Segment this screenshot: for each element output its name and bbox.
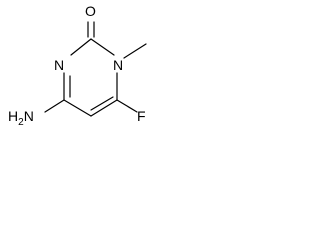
bond-c2-n1 bbox=[90, 38, 115, 56]
oxygen-label: O bbox=[85, 3, 96, 19]
molecule-structure-diagram: O N N F H2N bbox=[8, 3, 147, 128]
bond-c6-f bbox=[116, 99, 138, 113]
nitrogen-3-label: N bbox=[54, 57, 64, 73]
nitrogen-1-label: N bbox=[113, 57, 123, 73]
bond-c6-c5 bbox=[90, 99, 118, 117]
bond-c5-c4 bbox=[63, 99, 92, 117]
bond-c6-c5-double bbox=[90, 96, 114, 111]
bond-c2-n3 bbox=[70, 38, 92, 56]
fluorine-label: F bbox=[137, 108, 146, 124]
bond-n1-methyl bbox=[123, 43, 147, 59]
bond-c4-amino bbox=[44, 99, 65, 113]
amino-label: H2N bbox=[8, 108, 34, 128]
